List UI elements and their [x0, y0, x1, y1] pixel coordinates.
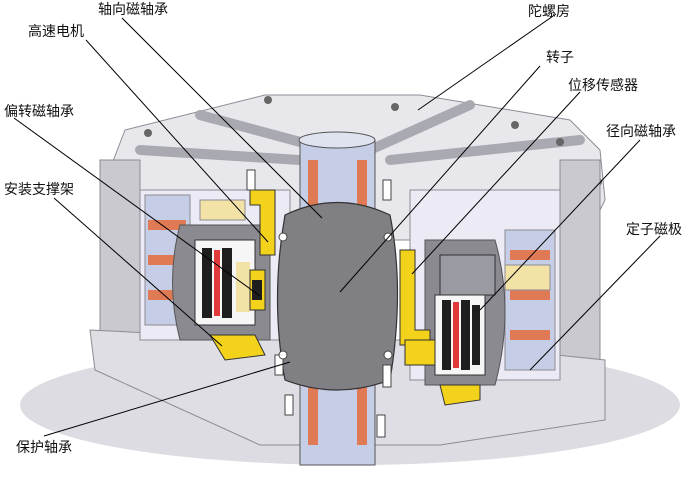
- label-radial-bearing: 径向磁轴承: [606, 124, 676, 140]
- label-axial-bearing: 轴向磁轴承: [98, 2, 168, 18]
- leader-lines: [13, 13, 661, 437]
- shaft-copper-bottom-right: [357, 385, 367, 445]
- label-protect-bearing: 保护轴承: [16, 440, 72, 456]
- coil-assembly-left: [194, 239, 266, 326]
- label-displacement-sensor: 位移传感器: [568, 78, 638, 94]
- label-high-speed-motor: 高速电机: [28, 24, 84, 40]
- stator-poles-right: [504, 229, 556, 371]
- coil-assembly-right: [434, 254, 496, 376]
- shaft-copper-top-right: [357, 160, 367, 230]
- label-stator-pole: 定子磁极: [626, 222, 682, 238]
- housing-wall-right: [559, 159, 601, 391]
- label-gyro-house: 陀螺房: [528, 4, 570, 20]
- shaft-top-cap: [298, 131, 376, 149]
- central-rotor-body: [276, 202, 399, 391]
- yellow-parts: [209, 189, 481, 406]
- label-mount-frame: 安装支撑架: [4, 182, 74, 198]
- shaft-copper-top-left: [308, 160, 318, 230]
- label-tilt-bearing: 偏转磁轴承: [4, 104, 74, 120]
- label-rotor: 转子: [546, 50, 574, 66]
- housing-wall-left: [99, 159, 141, 361]
- shaft-copper-bottom-left: [308, 385, 318, 445]
